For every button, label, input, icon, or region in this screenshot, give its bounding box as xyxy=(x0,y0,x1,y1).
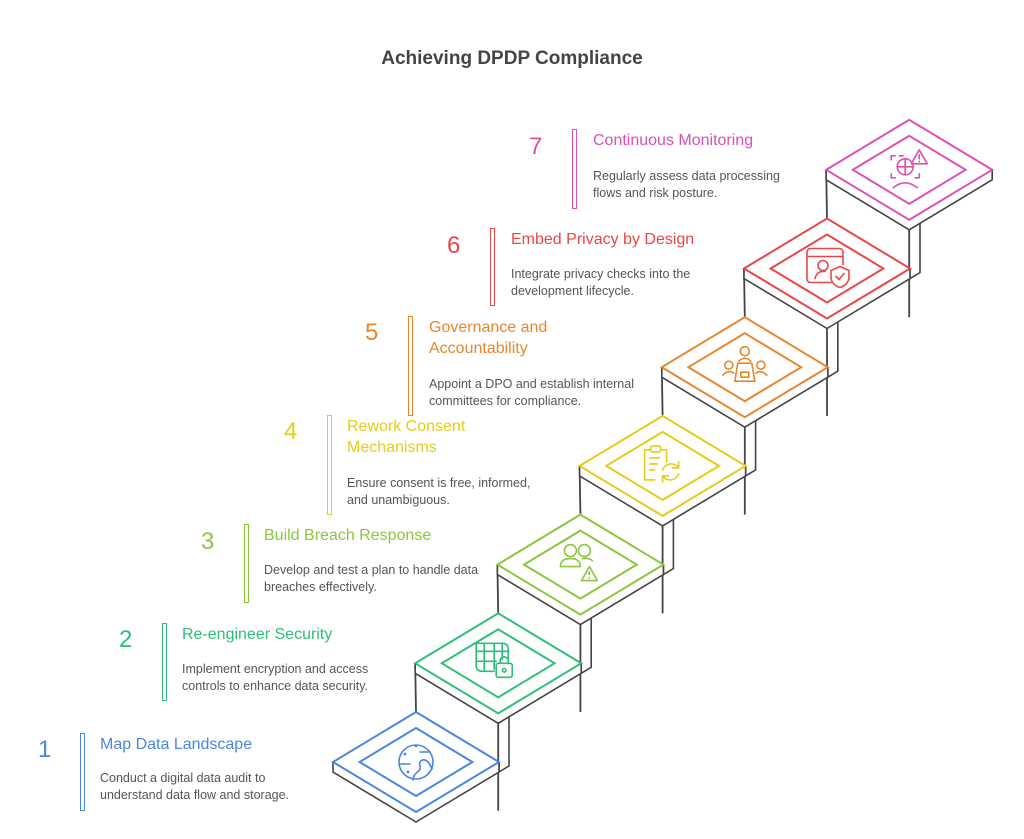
step-top-outer xyxy=(331,710,501,814)
step-accent-bar xyxy=(244,524,249,603)
user-shield-icon xyxy=(806,247,850,289)
clipboard-refresh-icon xyxy=(643,445,680,483)
globe-icon xyxy=(398,744,434,781)
step-3-block xyxy=(495,513,666,626)
step-7-block xyxy=(824,118,995,231)
step-accent-bar xyxy=(490,228,495,306)
step-top-inner xyxy=(439,628,557,699)
step-description: Ensure consent is free, informed, and un… xyxy=(347,476,531,507)
scan-warning-icon xyxy=(890,149,929,189)
step-top-inner xyxy=(604,430,721,502)
step-6-block xyxy=(742,217,912,330)
step-accent-bar xyxy=(162,623,167,701)
step-accent-bar xyxy=(408,316,413,416)
step-number: 5 xyxy=(365,319,379,346)
step-top-inner xyxy=(522,529,639,600)
step-title: Re-engineer Security xyxy=(182,626,333,643)
step-title: Map Data Landscape xyxy=(100,736,253,753)
step-2-block xyxy=(413,612,584,725)
step-title: Embed Privacy by Design xyxy=(511,231,695,248)
step-top-inner xyxy=(768,233,886,304)
step-top-outer xyxy=(659,316,830,419)
step-number: 2 xyxy=(119,626,133,653)
step-number: 3 xyxy=(201,528,215,555)
step-title: Build Breach Response xyxy=(264,527,432,544)
step-top-outer xyxy=(824,118,995,221)
step-description: Develop and test a plan to handle data b… xyxy=(264,563,479,594)
meeting-table-icon xyxy=(721,345,768,383)
step-top-inner xyxy=(686,332,804,403)
step-top-outer xyxy=(577,414,748,518)
slab-edge xyxy=(578,465,747,527)
step-5-block xyxy=(659,316,830,429)
step-number: 4 xyxy=(284,418,298,445)
step-top-inner xyxy=(850,134,968,205)
users-warning-icon xyxy=(559,543,599,582)
step-title: Rework Consent Mechanisms xyxy=(347,418,466,456)
step-description: Integrate privacy checks into the develo… xyxy=(511,267,691,298)
step-description: Implement encryption and access controls… xyxy=(182,662,369,693)
step-number: 1 xyxy=(38,736,52,763)
step-accent-bar xyxy=(80,733,85,811)
step-description: Conduct a digital data audit to understa… xyxy=(100,771,290,802)
diagram-title: Achieving DPDP Compliance xyxy=(381,48,643,69)
step-1-block xyxy=(331,710,501,823)
slab-edge xyxy=(332,762,500,823)
step-title: Governance and Accountability xyxy=(429,319,548,357)
step-number: 7 xyxy=(529,133,543,160)
step-title: Continuous Monitoring xyxy=(593,132,754,149)
step-4-block xyxy=(577,414,748,527)
step-accent-bar xyxy=(572,129,577,209)
slab-edge xyxy=(825,169,994,231)
step-description: Regularly assess data processing flows a… xyxy=(593,169,780,200)
step-description: Appoint a DPO and establish internal com… xyxy=(429,377,634,408)
slab-edge xyxy=(743,268,911,330)
step-top-inner xyxy=(357,726,475,798)
step-accent-bar xyxy=(327,415,332,515)
slab-edge xyxy=(414,663,583,725)
grid-lock-icon xyxy=(475,642,514,679)
slab-edge xyxy=(660,367,829,429)
slab-edge xyxy=(496,564,665,626)
step-number: 6 xyxy=(447,232,461,259)
